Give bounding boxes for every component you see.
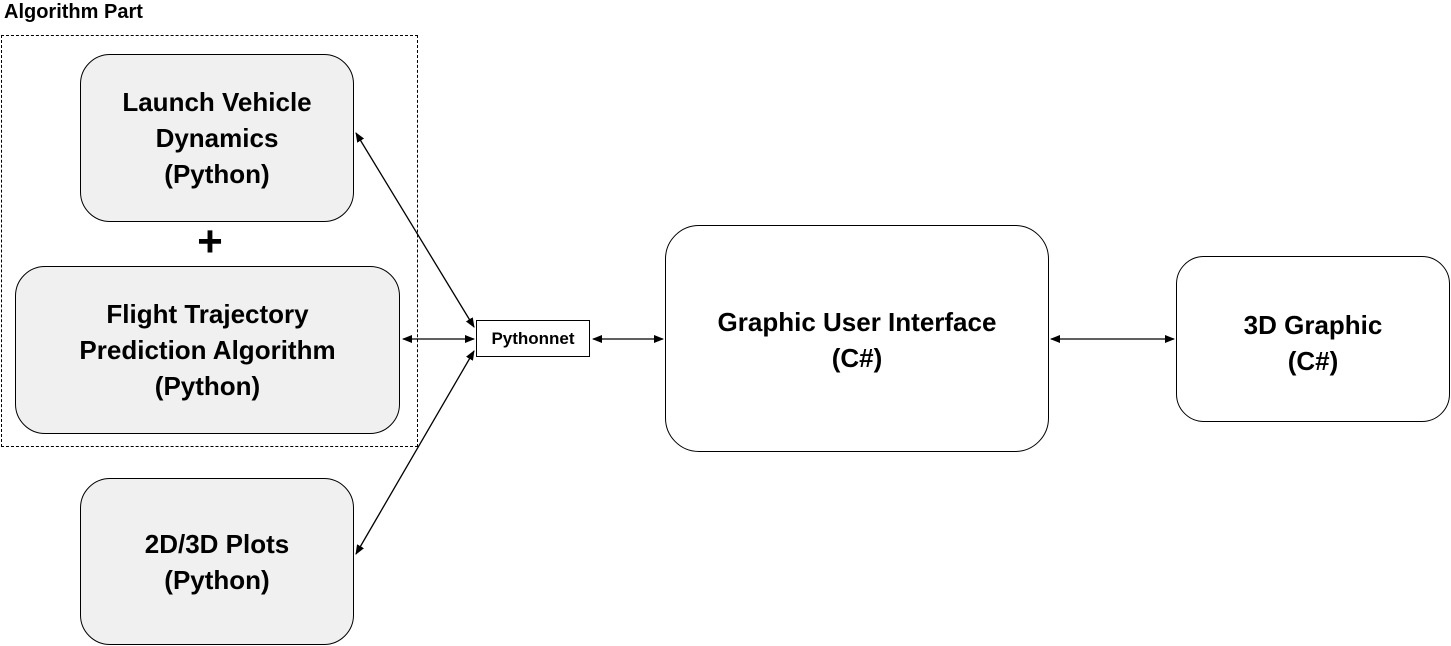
launch-vehicle-dynamics-box: Launch Vehicle Dynamics (Python) xyxy=(80,54,354,222)
algorithm-part-title: Algorithm Part xyxy=(4,1,143,23)
graphic-user-interface-box: Graphic User Interface (C#) xyxy=(665,225,1049,452)
plots-box: 2D/3D Plots (Python) xyxy=(80,478,354,645)
pythonnet-box: Pythonnet xyxy=(476,320,590,357)
edge-lvd-pythonnet xyxy=(355,132,475,328)
flight-trajectory-prediction-box: Flight Trajectory Prediction Algorithm (… xyxy=(15,266,400,434)
plus-symbol: + xyxy=(197,217,223,266)
edge-plots-pythonnet xyxy=(355,350,475,555)
graphic-3d-box: 3D Graphic (C#) xyxy=(1176,256,1450,422)
